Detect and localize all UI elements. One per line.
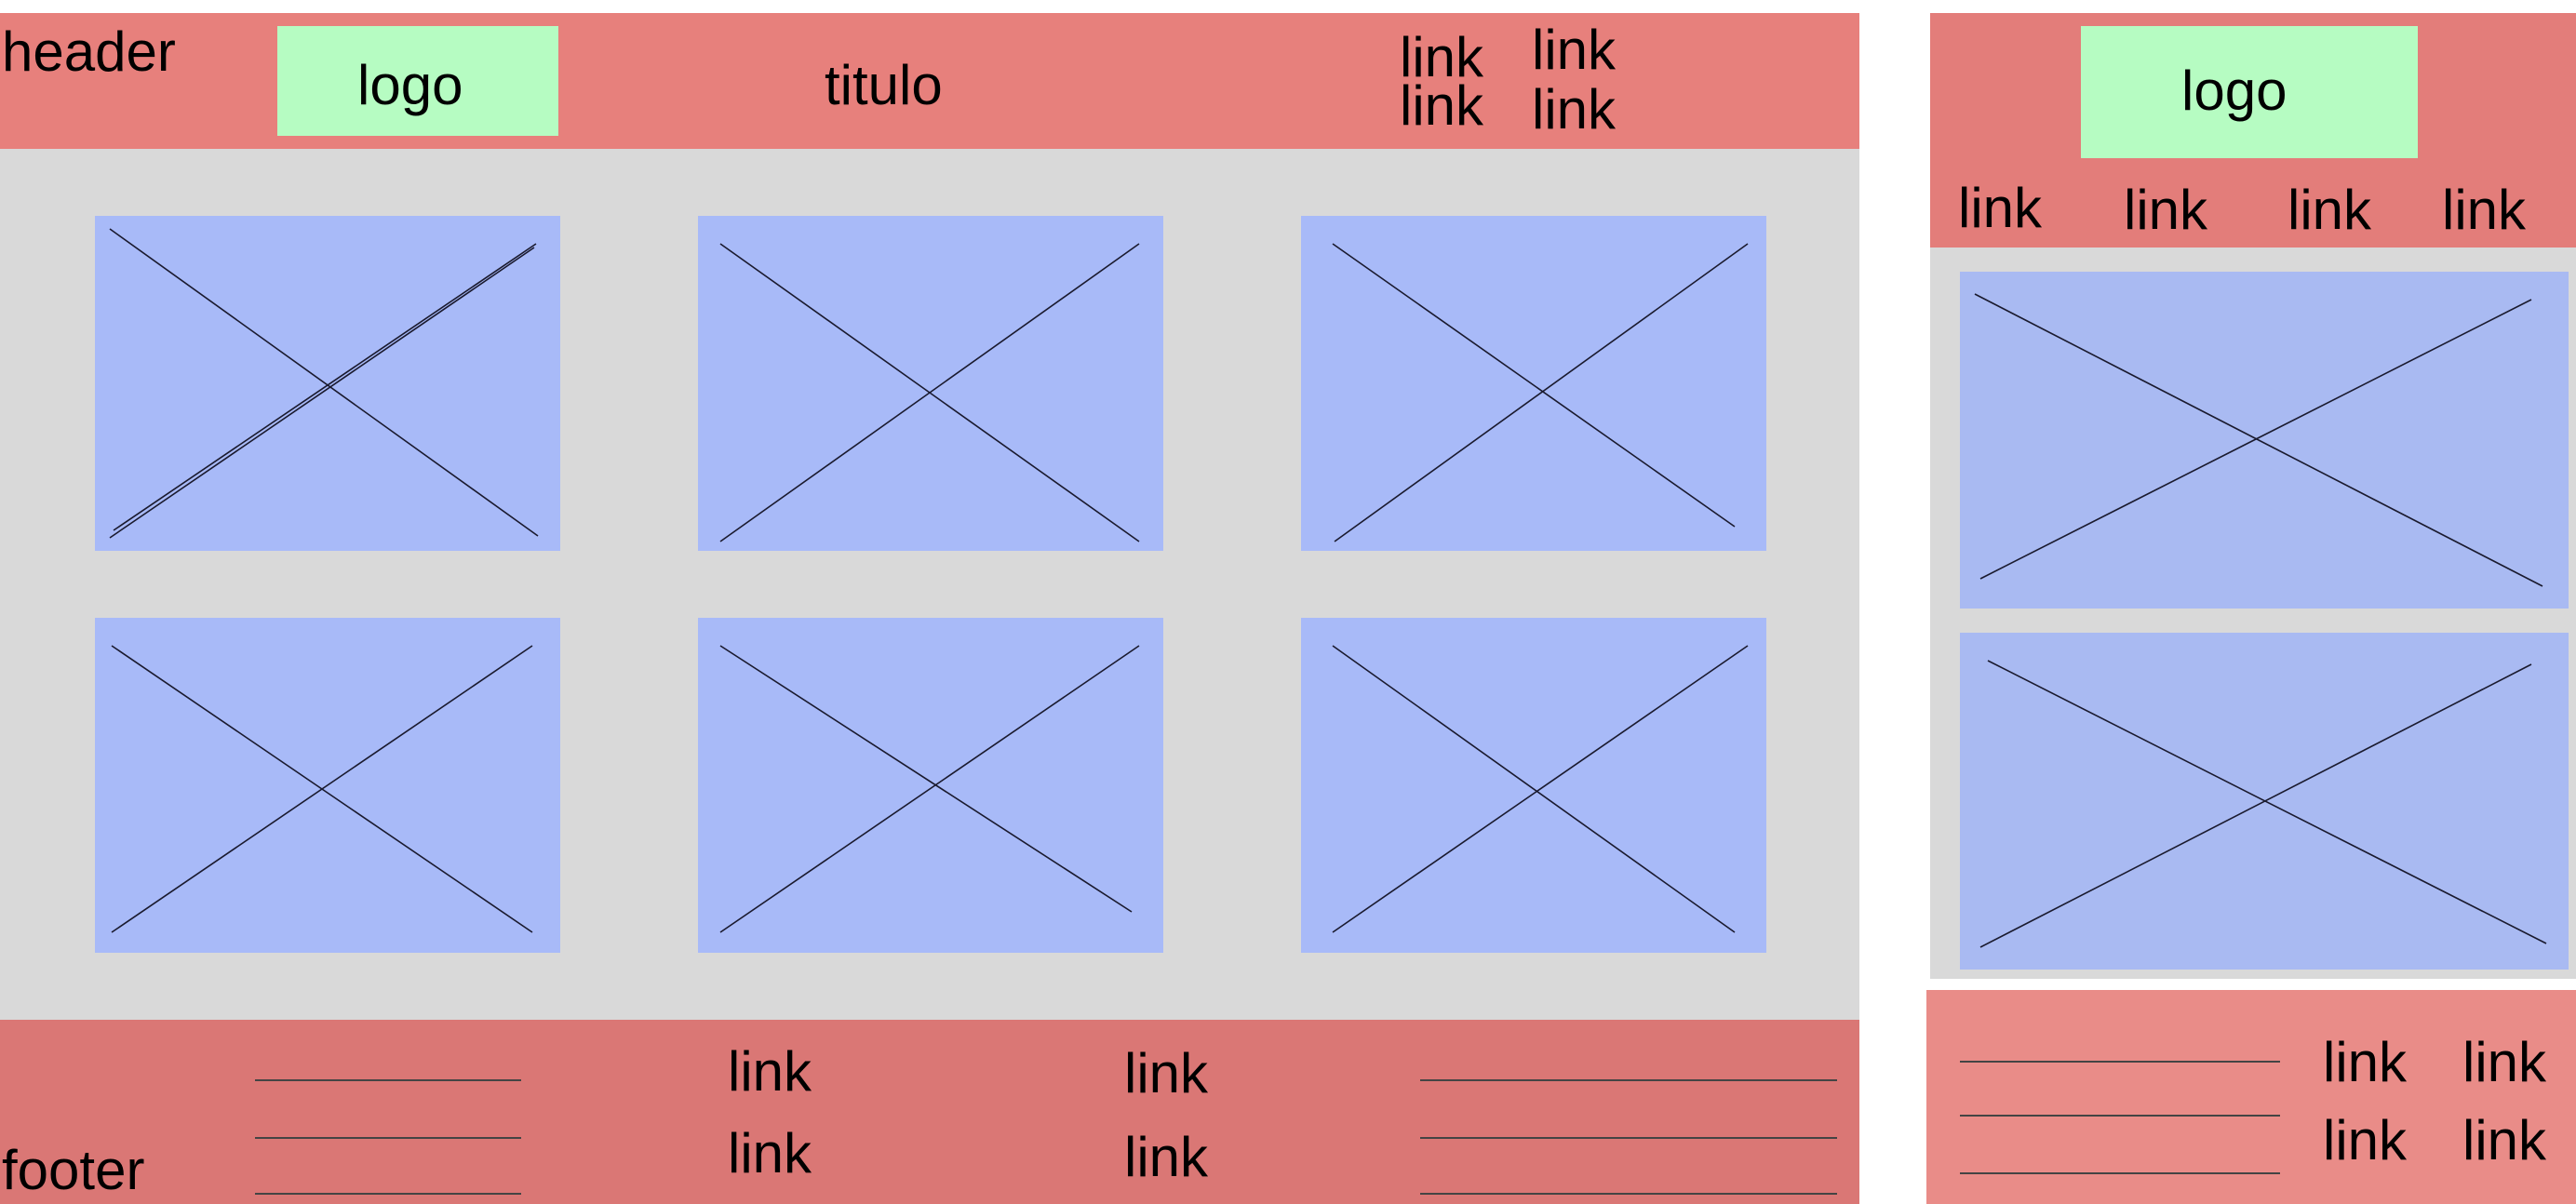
desktop-nav-link-2[interactable]: link [1532,19,1617,81]
desktop-footer-link-1[interactable]: link [728,1040,812,1103]
mobile-nav-link-1[interactable]: link [1958,177,2043,239]
mobile-nav-link-3[interactable]: link [2288,179,2372,241]
mobile-nav-link-4[interactable]: link [2442,179,2527,241]
mobile-nav-link-2[interactable]: link [2124,179,2208,241]
image-placeholder-icon [111,645,533,933]
desktop-footer-label: footer [2,1139,145,1201]
image-placeholder [698,216,1163,551]
mobile-footer-link-3[interactable]: link [2323,1109,2408,1171]
image-placeholder-icon [1979,660,2547,948]
desktop-page-title: titulo [825,54,943,116]
footer-text-line [255,1137,521,1139]
desktop-header-label: header [2,20,176,83]
desktop-footer-link-2[interactable]: link [1124,1042,1209,1104]
mobile-footer [1926,990,2576,1204]
footer-text-line [1420,1079,1837,1081]
image-placeholder [1960,633,2569,970]
image-placeholder [95,216,560,551]
footer-text-line [1420,1137,1837,1139]
mobile-footer-link-2[interactable]: link [2462,1031,2547,1093]
desktop-nav-link-1[interactable]: link [1400,26,1484,88]
footer-text-line [1960,1061,2280,1063]
desktop-nav-link-3[interactable]: link [1400,74,1484,137]
footer-text-line [255,1193,521,1195]
desktop-nav-link-4[interactable]: link [1532,78,1617,140]
image-placeholder-icon [109,228,539,539]
image-placeholder-icon [1332,243,1749,542]
mobile-footer-link-1[interactable]: link [2323,1031,2408,1093]
image-placeholder-icon [1974,293,2543,587]
desktop-logo[interactable] [277,26,558,136]
desktop-footer [0,1020,1859,1204]
footer-text-line [255,1079,521,1081]
mobile-logo[interactable] [2081,26,2418,158]
image-placeholder [1301,216,1766,551]
desktop-footer-link-3[interactable]: link [728,1122,812,1184]
footer-text-line [1420,1193,1837,1195]
image-placeholder [95,618,560,953]
desktop-footer-link-4[interactable]: link [1124,1126,1209,1188]
image-placeholder [698,618,1163,953]
image-placeholder-icon [719,645,1140,933]
image-placeholder [1960,272,2569,609]
mobile-logo-text: logo [2181,60,2288,122]
footer-text-line [1960,1172,2280,1174]
mobile-footer-link-4[interactable]: link [2462,1109,2547,1171]
image-placeholder-icon [719,243,1140,542]
image-placeholder-icon [1332,645,1749,933]
desktop-logo-text: logo [357,54,463,116]
image-placeholder [1301,618,1766,953]
footer-text-line [1960,1115,2280,1117]
